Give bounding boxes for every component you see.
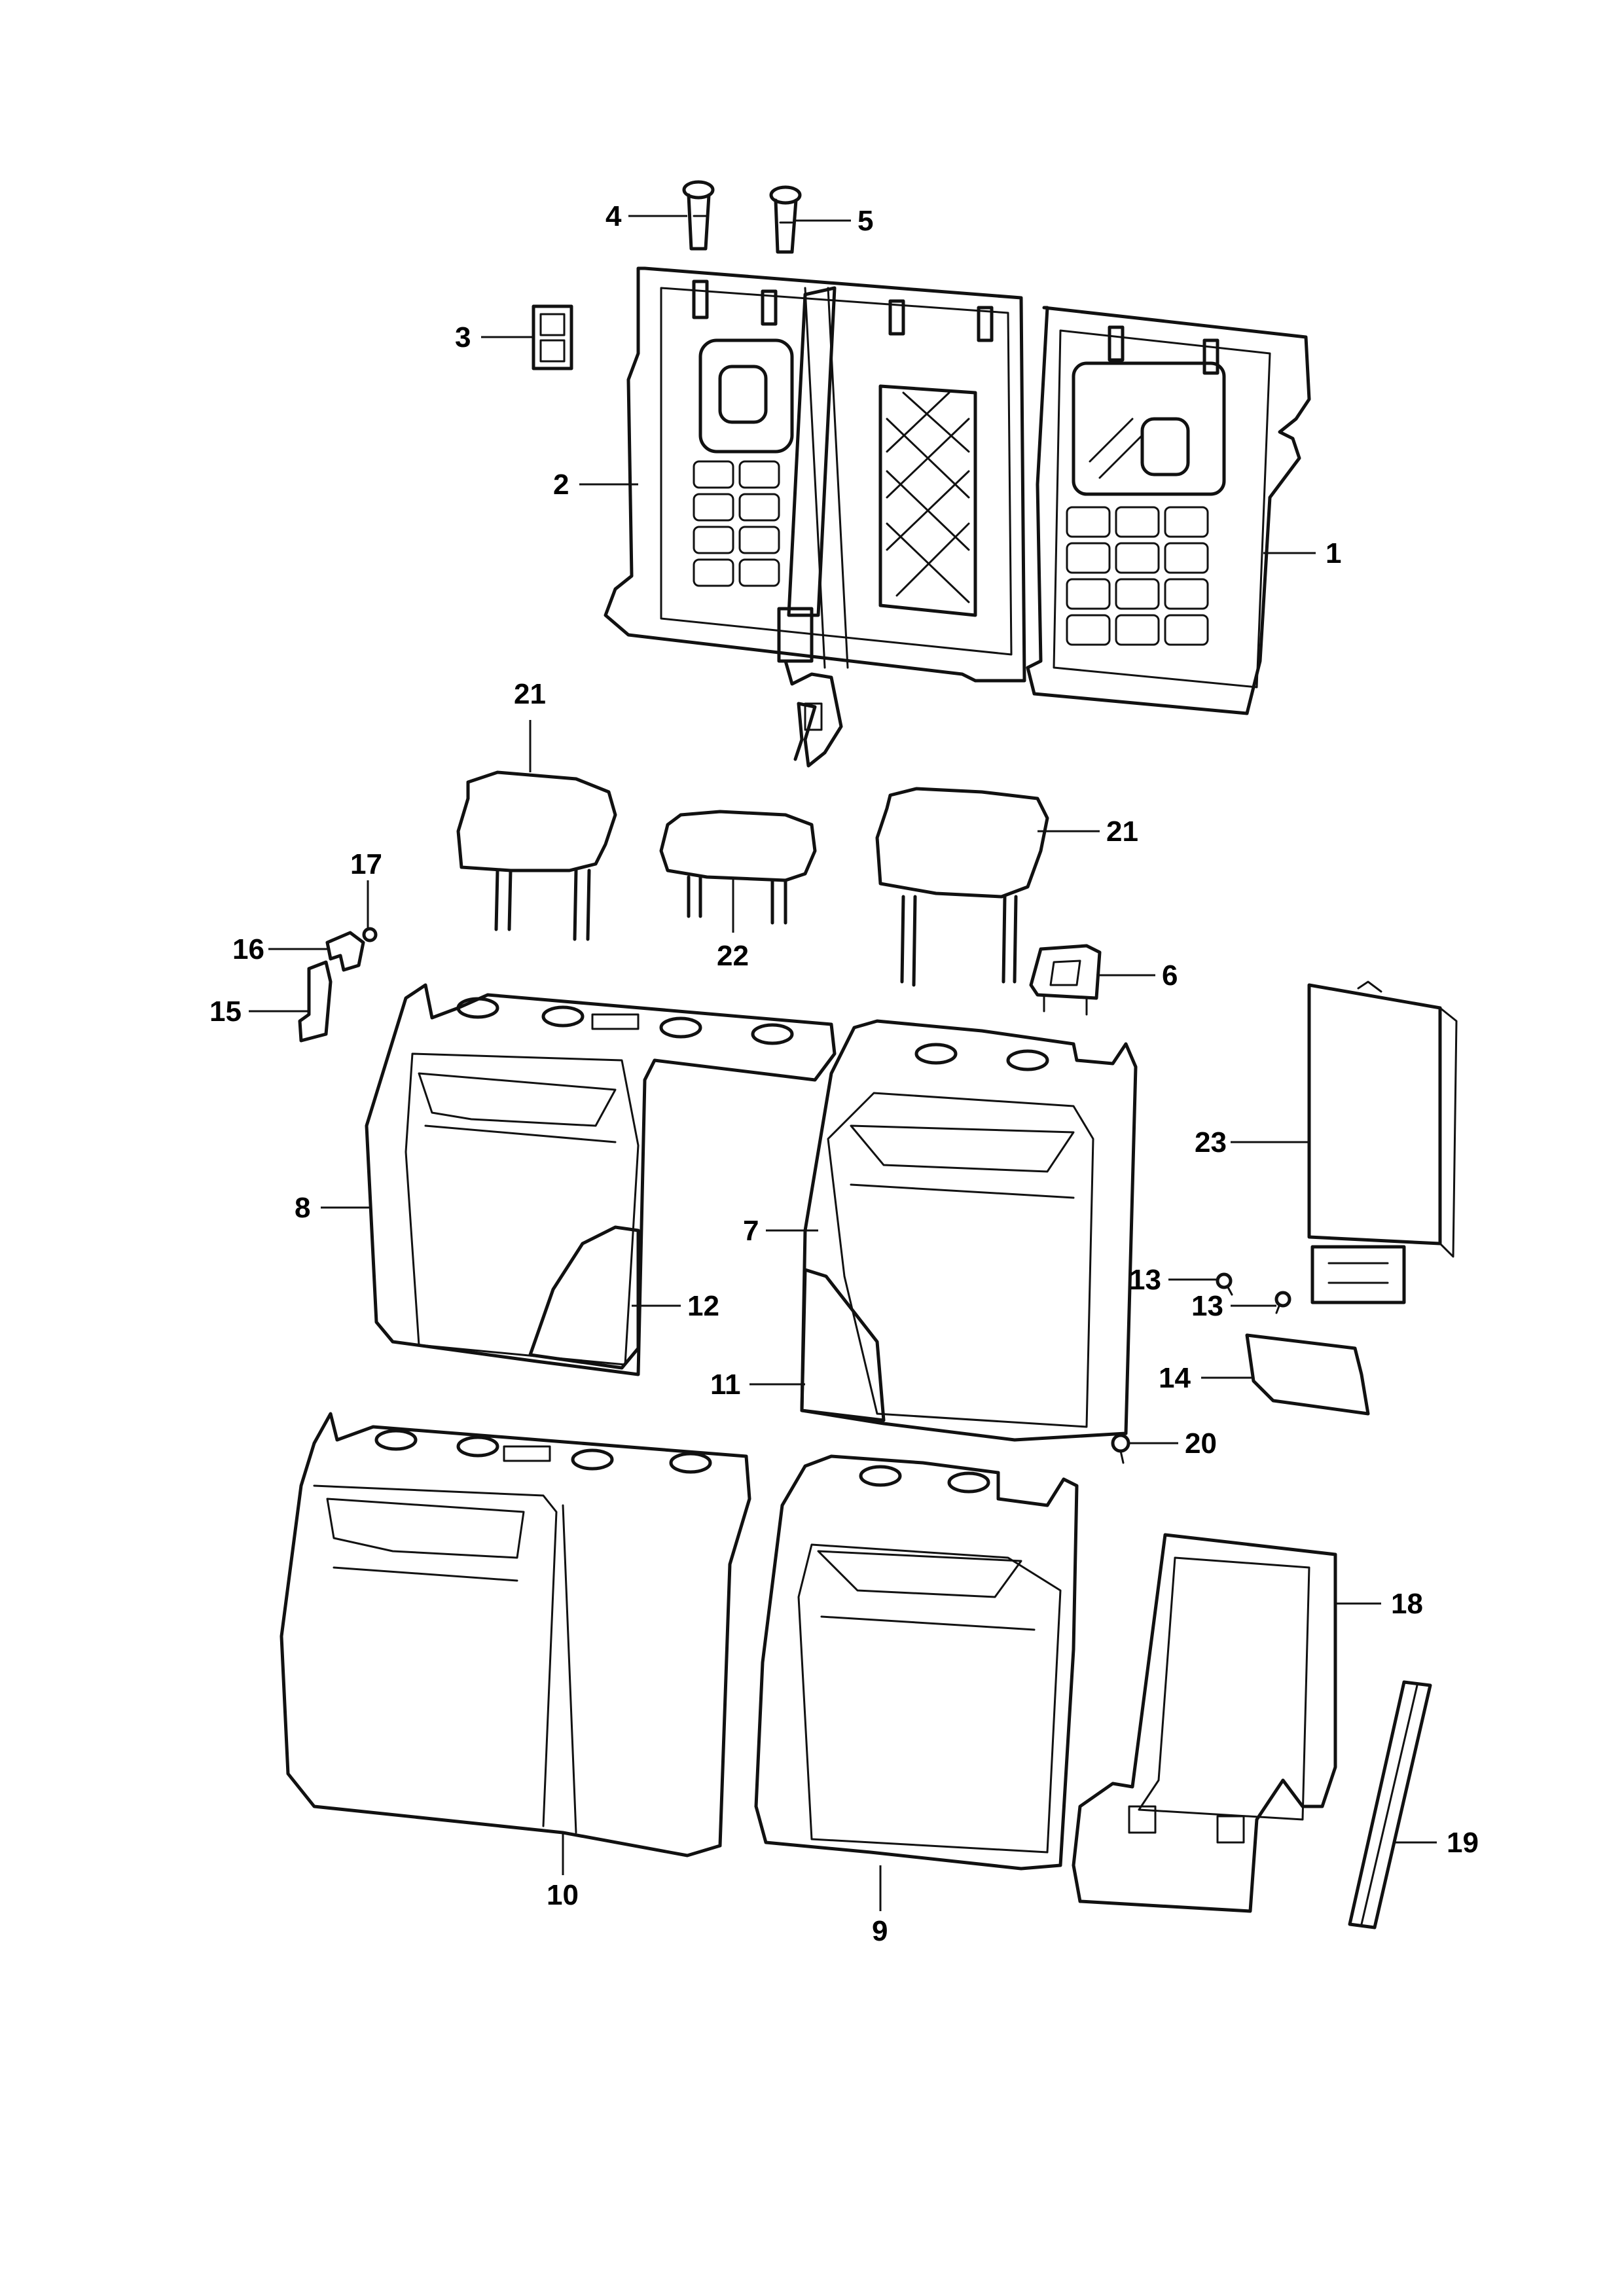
part-8-backrest-cover-left bbox=[365, 983, 837, 1376]
callout-21a: 21 bbox=[514, 678, 546, 710]
callout-6: 6 bbox=[1162, 960, 1178, 992]
callout-17: 17 bbox=[350, 848, 382, 880]
callout-18: 18 bbox=[1391, 1588, 1423, 1620]
leader-lines bbox=[249, 215, 1437, 1911]
part-14-pad bbox=[1245, 1333, 1370, 1416]
callout-8: 8 bbox=[295, 1192, 310, 1224]
part-4-pin bbox=[682, 180, 715, 251]
part-20-screw bbox=[1111, 1433, 1130, 1464]
callout-11: 11 bbox=[710, 1369, 741, 1401]
part-17-clip bbox=[362, 927, 378, 942]
callout-15: 15 bbox=[209, 996, 242, 1028]
part-5-pin bbox=[769, 185, 802, 254]
callout-10: 10 bbox=[547, 1879, 579, 1911]
part-3-bracket bbox=[532, 304, 573, 370]
callout-22: 22 bbox=[717, 940, 749, 972]
part-15-trim bbox=[298, 960, 333, 1043]
part-16-bracket bbox=[325, 931, 365, 972]
seat-belt-strap bbox=[777, 286, 843, 768]
callout-12: 12 bbox=[687, 1290, 719, 1322]
callout-19: 19 bbox=[1447, 1827, 1479, 1859]
callout-2: 2 bbox=[553, 469, 569, 501]
part-18-cushion-frame bbox=[1072, 1533, 1337, 1913]
callout-21b: 21 bbox=[1106, 816, 1138, 848]
part-6-guide bbox=[1029, 944, 1102, 1016]
part-7-backrest-cover-right bbox=[800, 1019, 1138, 1442]
callout-20: 20 bbox=[1185, 1427, 1217, 1460]
part-22-headrest-center bbox=[659, 810, 817, 925]
callout-13b: 13 bbox=[1191, 1290, 1223, 1322]
part-19-strip bbox=[1348, 1680, 1432, 1929]
callout-labels: 1 2 3 4 5 6 7 8 9 10 11 12 13 13 14 15 1… bbox=[209, 200, 1479, 1947]
callout-9: 9 bbox=[872, 1915, 888, 1947]
part-10-backrest-cover-lower-left bbox=[280, 1412, 751, 1857]
part-23-armrest bbox=[1307, 980, 1458, 1304]
callout-4: 4 bbox=[605, 200, 622, 232]
callout-13a: 13 bbox=[1129, 1264, 1161, 1296]
part-13-screw-b bbox=[1274, 1291, 1291, 1314]
callout-14: 14 bbox=[1159, 1362, 1191, 1394]
part-9-backrest-cover-lower-right bbox=[754, 1454, 1079, 1871]
callout-3: 3 bbox=[455, 321, 471, 353]
callout-5: 5 bbox=[857, 205, 873, 237]
callout-1: 1 bbox=[1326, 537, 1341, 569]
callout-16: 16 bbox=[232, 933, 264, 965]
part-21-headrest-left bbox=[456, 770, 617, 941]
callout-23: 23 bbox=[1195, 1126, 1227, 1158]
part-1-backrest-frame-right bbox=[1026, 306, 1311, 715]
part-21-headrest-right bbox=[875, 787, 1049, 987]
part-2-backrest-frame-left bbox=[604, 266, 1026, 683]
part-13-screw-a bbox=[1216, 1272, 1233, 1296]
callout-7: 7 bbox=[743, 1215, 759, 1247]
